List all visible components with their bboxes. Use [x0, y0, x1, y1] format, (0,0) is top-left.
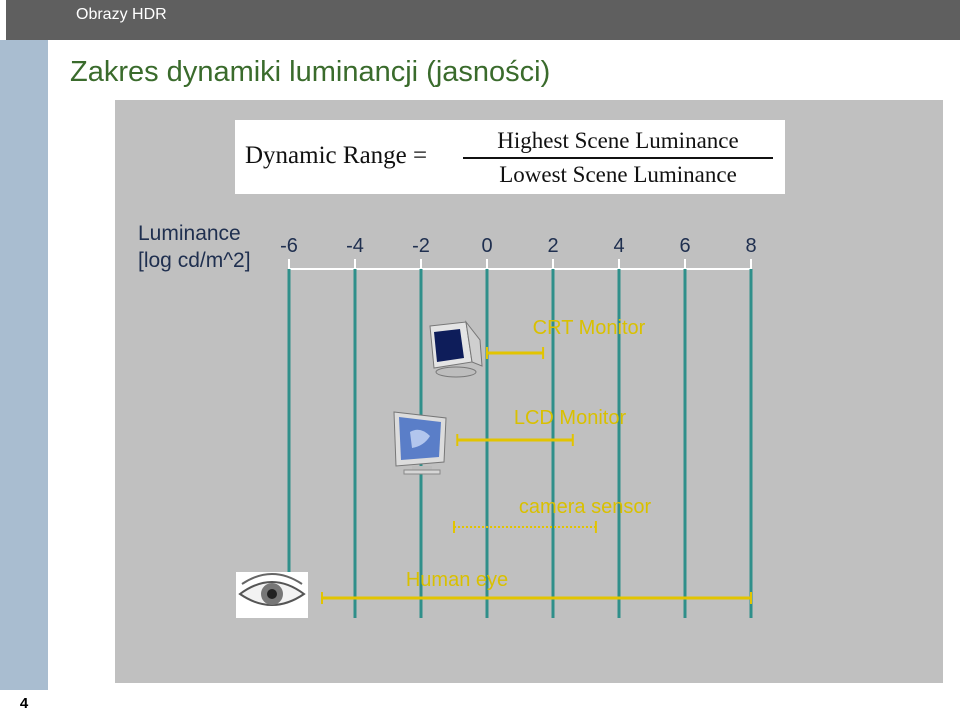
header-corner — [0, 0, 6, 40]
tick-label: -2 — [412, 235, 430, 257]
range-label: Human eye — [406, 569, 508, 591]
range-bar: Human eye — [321, 569, 752, 604]
range-bar: LCD Monitor — [456, 407, 627, 446]
tick-label: 0 — [481, 235, 492, 257]
formula-denominator: Lowest Scene Luminance — [499, 162, 737, 187]
range-label: camera sensor — [519, 496, 652, 518]
lcd-base — [403, 469, 441, 475]
crt-monitor-icon — [429, 320, 483, 378]
header-title: Obrazy HDR — [76, 6, 167, 23]
range-label: LCD Monitor — [514, 407, 627, 429]
range-bar: CRT Monitor — [486, 317, 646, 359]
axis-label: Luminance [log cd/m^2] — [138, 220, 251, 274]
eye-brow — [241, 573, 303, 585]
eye-pupil — [267, 589, 277, 599]
header-bar: Obrazy HDR — [0, 0, 960, 40]
formula-numerator: Highest Scene Luminance — [497, 128, 739, 153]
crt-screen — [434, 329, 464, 362]
axis-label-line2: [log cd/m^2] — [138, 249, 251, 272]
formula-fraction: Highest Scene Luminance Lowest Scene Lum… — [463, 128, 773, 188]
slide-title: Zakres dynamiki luminancji (jasności) — [70, 56, 551, 88]
lcd-neck — [412, 466, 432, 470]
fraction-bar — [463, 157, 773, 159]
tick-label: 6 — [679, 235, 690, 257]
tick-label: 4 — [613, 235, 624, 257]
tick-label: -6 — [280, 235, 298, 257]
crt-stand — [435, 366, 477, 378]
crt-side — [465, 320, 483, 367]
left-sidebar — [0, 40, 48, 718]
eye-icon — [236, 572, 308, 618]
slide-number: 4 — [0, 690, 48, 718]
tick-label: 8 — [745, 235, 756, 257]
tick-label: -4 — [346, 235, 364, 257]
range-label: CRT Monitor — [533, 317, 646, 339]
range-bar: camera sensor — [453, 496, 652, 533]
lcd-monitor-icon — [393, 411, 447, 475]
lcd-screen-highlight — [410, 429, 430, 448]
tick-label: 2 — [547, 235, 558, 257]
formula-left: Dynamic Range = — [245, 142, 428, 169]
formula-box: Dynamic Range = Highest Scene Luminance … — [235, 120, 785, 194]
axis-label-line1: Luminance — [138, 222, 241, 245]
